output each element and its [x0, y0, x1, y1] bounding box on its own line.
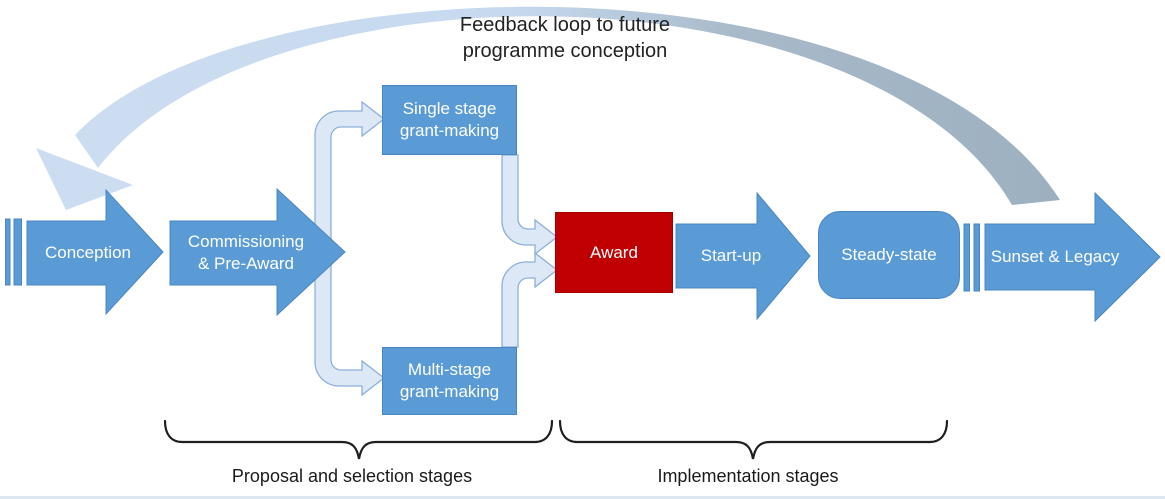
connector-up-to-single-stage	[314, 100, 386, 246]
proposal-stages-brace	[163, 419, 554, 460]
bottom-divider	[0, 496, 1165, 499]
connector-multi-stage-to-award	[501, 251, 559, 348]
implementation-stages-brace	[558, 419, 949, 460]
feedback-loop-arc	[75, 6, 1060, 205]
award-box: Award	[555, 212, 673, 293]
separator-bar	[13, 218, 22, 286]
steady-state-box: Steady-state	[818, 211, 960, 299]
separator-bar	[973, 223, 980, 292]
feedback-loop-label: Feedback loop to future programme concep…	[459, 14, 671, 62]
connector-single-stage-to-award	[501, 154, 559, 256]
startup-arrow-shape	[675, 191, 811, 321]
separator-bar	[5, 218, 11, 286]
feedback-loop-arrowhead-icon	[36, 148, 133, 210]
conception-arrow-shape	[26, 188, 164, 316]
sunset-arrow-shape	[984, 191, 1161, 323]
proposal-stages-label: Proposal and selection stages	[231, 466, 473, 486]
commissioning-arrow-shape	[169, 187, 346, 317]
single-stage-grant-making-box: Single stage grant-making	[382, 85, 517, 155]
implementation-stages-label: Implementation stages	[657, 466, 839, 486]
connector-down-to-multi-stage	[314, 257, 386, 397]
separator-bar	[963, 223, 970, 292]
multi-stage-grant-making-box: Multi-stage grant-making	[382, 347, 517, 415]
